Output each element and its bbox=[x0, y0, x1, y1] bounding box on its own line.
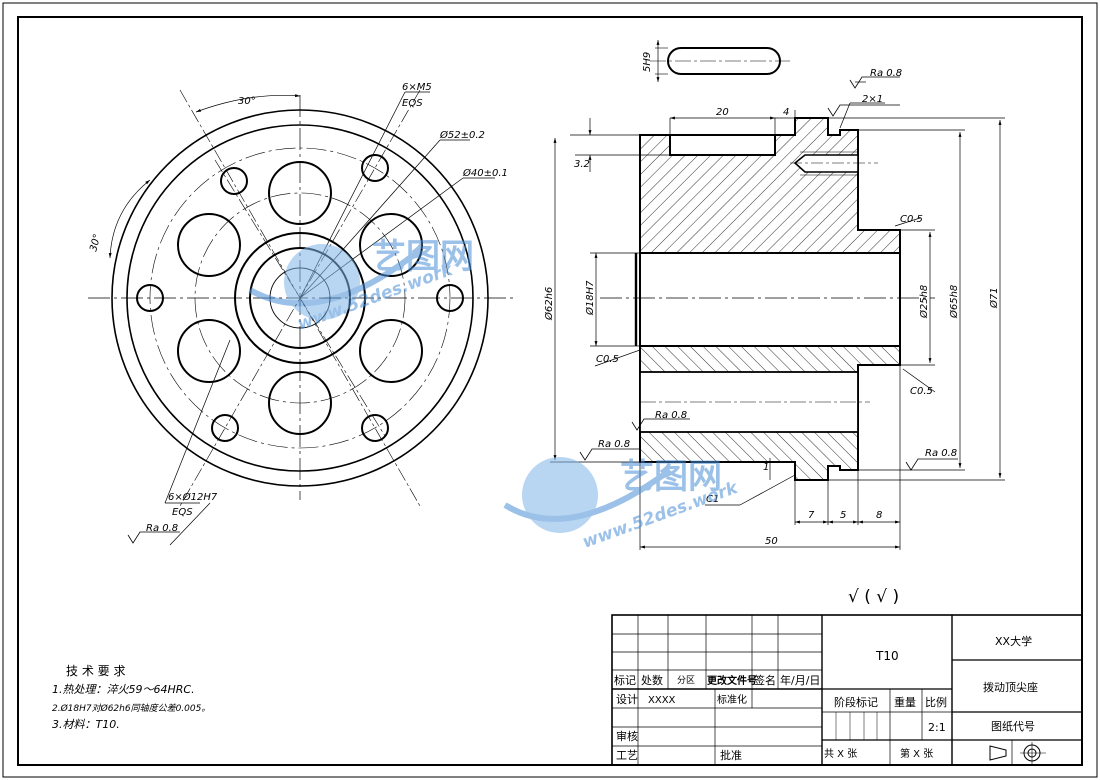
angle-left-label: 30° bbox=[88, 233, 103, 253]
gengai-label: 更改文件号 bbox=[707, 674, 757, 687]
watermark-2: 艺图网 www.52des.work bbox=[503, 457, 742, 553]
zhongliang-label: 重量 bbox=[894, 695, 916, 709]
step1-label: 1 bbox=[763, 462, 769, 473]
front-ra-label: Ra 0.8 bbox=[146, 523, 178, 534]
len4-label: 4 bbox=[783, 107, 789, 118]
title-block-text: T10 XX大学 拨动顶尖座 图纸代号 标记 处数 分区 更改文件号 签名 年/… bbox=[614, 634, 1038, 762]
gongyi-label: 工艺 bbox=[616, 749, 638, 762]
pizhun-label: 批准 bbox=[720, 748, 742, 762]
ra-left-label: Ra 0.8 bbox=[598, 439, 630, 450]
holes12-eqs-label: EQS bbox=[172, 507, 193, 518]
dia18-label: Ø18H7 bbox=[584, 280, 596, 316]
chamfer-c1-label: C1 bbox=[706, 494, 719, 505]
designer-label: XXXX bbox=[648, 695, 676, 706]
tech-req-line2: 2.Ø18H7对Ø62h6同轴度公差0.005。 bbox=[52, 703, 210, 714]
front-ra-symbol bbox=[127, 531, 180, 544]
school-label: XX大学 bbox=[995, 634, 1032, 648]
len20-label: 20 bbox=[716, 107, 729, 118]
biaozhunhua-label: 标准化 bbox=[717, 693, 747, 706]
front-view-labels: 30° 30° 6×M5 EQS Ø52±0.2 Ø40±0.1 6×Ø12H7… bbox=[88, 82, 508, 534]
gong-label: 共 X 张 bbox=[824, 748, 857, 760]
m5-holes-label: 6×M5 bbox=[402, 82, 432, 93]
section-labels: Ra 0.8 2×1 20 4 3.2 C0.5 C0.5 C0.5 Ø62h6… bbox=[543, 68, 1000, 547]
inner-border bbox=[17, 16, 1083, 766]
section-view bbox=[600, 117, 935, 481]
chamfer-right-label: C0.5 bbox=[910, 386, 933, 397]
fenqu-label: 分区 bbox=[677, 675, 695, 686]
drawing-no-label: 图纸代号 bbox=[991, 720, 1035, 733]
tech-req-line3: 3.材料：T10. bbox=[52, 718, 120, 731]
tech-req-line1: 1.热处理：淬火59～64HRC. bbox=[52, 683, 195, 696]
dia25-label: Ø25h8 bbox=[918, 285, 930, 319]
ra-right-label: Ra 0.8 bbox=[925, 448, 957, 459]
pcd40-label: Ø40±0.1 bbox=[462, 167, 508, 179]
watermark-brand-2: 艺图网 bbox=[620, 457, 722, 497]
pcd52-label: Ø52±0.2 bbox=[439, 129, 485, 141]
part-name-label: 拨动顶尖座 bbox=[983, 680, 1038, 694]
m5-eqs-label: EQS bbox=[402, 98, 423, 109]
holes12-label: 6×Ø12H7 bbox=[168, 491, 218, 503]
di-label: 第 X 张 bbox=[900, 747, 933, 760]
ra-top-label: Ra 0.8 bbox=[870, 68, 902, 79]
date-label: 年/月/日 bbox=[780, 673, 820, 687]
ra-mid-label: Ra 0.8 bbox=[655, 410, 687, 421]
qianming-label: 签名 bbox=[754, 673, 776, 687]
scale-label: 2:1 bbox=[928, 721, 946, 734]
chushu-label: 处数 bbox=[641, 674, 663, 687]
len50-label: 50 bbox=[765, 536, 778, 547]
len8-label: 8 bbox=[876, 510, 882, 521]
title-block bbox=[611, 614, 1083, 766]
technical-requirements: 技 术 要 求 1.热处理：淬火59～64HRC. 2.Ø18H7对Ø62h6同… bbox=[52, 664, 210, 731]
sheji-label: 设计 bbox=[616, 693, 638, 706]
len7-label: 7 bbox=[808, 510, 815, 521]
chamfer-left-label: C0.5 bbox=[596, 354, 619, 365]
jieduan-label: 阶段标记 bbox=[834, 695, 878, 709]
dia71-label: Ø71 bbox=[988, 287, 1000, 309]
chamfer-top-right-label: C0.5 bbox=[900, 214, 923, 225]
surface-roughness-note: √ ( √ ) bbox=[848, 587, 899, 607]
dia62-label: Ø62h6 bbox=[543, 287, 555, 321]
tech-req-title: 技 术 要 求 bbox=[66, 664, 125, 678]
depth32-label: 3.2 bbox=[574, 159, 590, 170]
section-dimensions bbox=[550, 76, 1005, 550]
slot-view bbox=[650, 40, 790, 82]
watermark-brand-1: 艺图网 bbox=[372, 237, 474, 277]
angle-top-label: 30° bbox=[238, 96, 256, 107]
biaoji-label: 标记 bbox=[614, 673, 636, 687]
shenhe-label: 审核 bbox=[616, 729, 638, 743]
groove-label: 2×1 bbox=[862, 94, 883, 105]
bili-label: 比例 bbox=[925, 695, 947, 709]
material-label: T10 bbox=[875, 649, 899, 663]
len5-label: 5 bbox=[840, 510, 846, 521]
slot-width-label: 5H9 bbox=[642, 52, 653, 72]
dia65-label: Ø65h8 bbox=[948, 285, 960, 319]
